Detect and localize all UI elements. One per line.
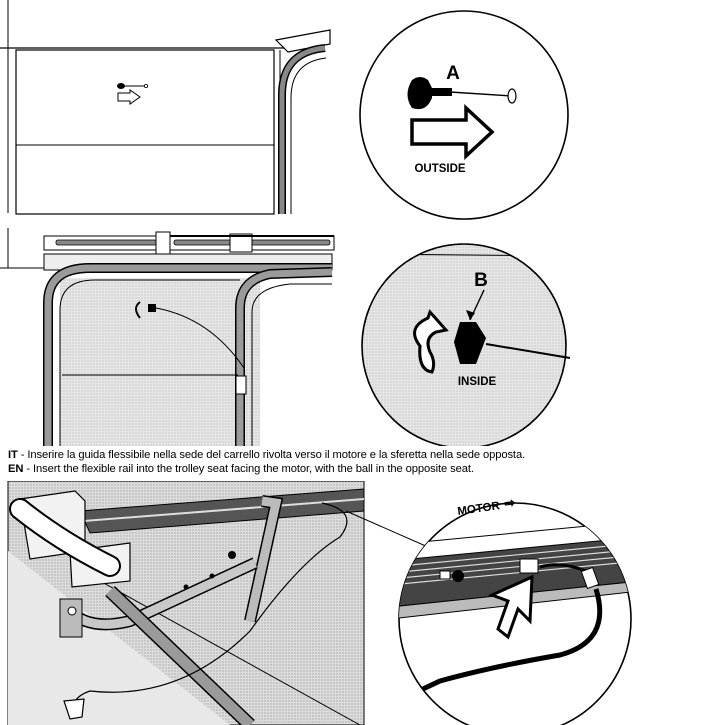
figure-2-illustration: B INSIDE xyxy=(0,228,571,446)
small-inside-handle-icon xyxy=(135,301,245,369)
instruction-en-text: - Insert the flexible rail into the trol… xyxy=(23,462,474,475)
lang-code-it: IT xyxy=(8,449,18,461)
instruction-it-text: - Inserire la guida flessibile nella sed… xyxy=(17,449,526,461)
outside-direction-arrow-icon xyxy=(410,104,495,160)
callout-label-a: A xyxy=(446,63,460,84)
instruction-italian: IT - Inserire la guida flessibile nella … xyxy=(8,449,698,463)
callout-caption-inside: INSIDE xyxy=(458,376,497,388)
figure-3-illustration: MOTOR ⇨ xyxy=(7,481,632,725)
figure-2-door-inside: B INSIDE xyxy=(0,228,702,446)
figure-1-illustration: A OUTSIDE xyxy=(0,0,569,220)
motor-label: MOTOR xyxy=(457,500,502,518)
instruction-text: IT - Inserire la guida flessibile nella … xyxy=(8,449,698,476)
instruction-english: EN - Insert the flexible rail into the t… xyxy=(8,463,698,477)
callout-circle-a xyxy=(359,10,569,220)
figure-3-trolley-rail: MOTOR ⇨ xyxy=(0,481,702,725)
callout-label-b: B xyxy=(474,270,488,291)
motor-direction-arrow-icon: ⇨ xyxy=(503,495,516,511)
small-handle-icon xyxy=(117,83,148,89)
lang-code-en: EN xyxy=(8,462,24,475)
callout-caption-outside: OUTSIDE xyxy=(414,163,465,175)
release-handle-icon xyxy=(407,77,517,110)
inside-release-handle-icon xyxy=(413,309,571,374)
insertion-arrow-icon xyxy=(488,574,534,640)
small-arrow-right-icon xyxy=(117,89,141,105)
figure-1-door-outside: A OUTSIDE xyxy=(0,0,702,225)
door-panel xyxy=(15,49,275,215)
